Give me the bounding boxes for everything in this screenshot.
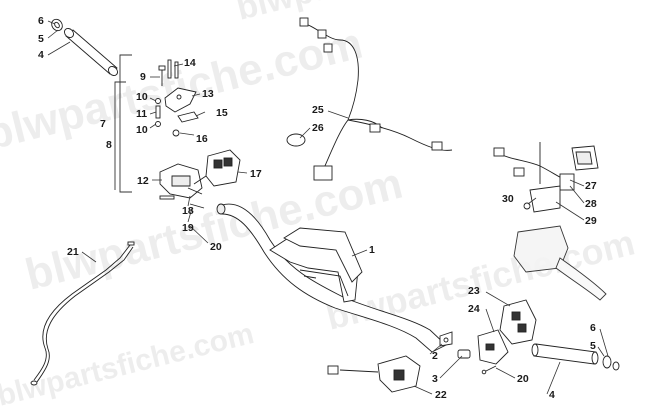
callout-6-left: 6 bbox=[38, 15, 44, 27]
watermark-text: blwpartsfiche.com bbox=[322, 222, 639, 338]
callout-18: 18 bbox=[182, 205, 194, 217]
callout-10-upper: 10 bbox=[136, 91, 148, 103]
right-switch-housing bbox=[499, 299, 537, 345]
heated-grip-harness bbox=[327, 355, 421, 393]
callout-20-left: 20 bbox=[210, 241, 222, 253]
callout-11: 11 bbox=[136, 108, 147, 120]
callout-2: 2 bbox=[432, 350, 438, 362]
handlebar bbox=[216, 203, 447, 353]
watermark-text: blwpartsfiche.com bbox=[0, 317, 257, 406]
right-grip bbox=[531, 343, 599, 365]
watermark-text: blwpartsfiche.com bbox=[233, 0, 532, 28]
brake-master-cylinder bbox=[513, 225, 607, 301]
callout-9: 9 bbox=[140, 71, 146, 83]
right-harness bbox=[493, 147, 567, 181]
callout-14: 14 bbox=[184, 57, 196, 69]
group-bracket-8 bbox=[114, 81, 126, 190]
cable-clip bbox=[439, 331, 453, 347]
callout-4-left: 4 bbox=[38, 49, 44, 61]
switch-connector bbox=[559, 173, 575, 191]
callout-1: 1 bbox=[369, 244, 375, 256]
callout-8: 8 bbox=[106, 139, 112, 151]
mounting-bracket bbox=[529, 142, 561, 213]
left-bar-end-cap bbox=[51, 18, 63, 32]
callout-24: 24 bbox=[468, 303, 480, 315]
callout-23: 23 bbox=[468, 285, 480, 297]
throttle-pin bbox=[167, 59, 179, 79]
switch-housing bbox=[193, 149, 241, 187]
callout-4-right: 4 bbox=[549, 389, 555, 401]
callout-20-right: 20 bbox=[517, 373, 529, 385]
callout-13: 13 bbox=[202, 88, 214, 100]
callout-19: 19 bbox=[182, 222, 194, 234]
callout-3: 3 bbox=[432, 373, 438, 385]
callout-7: 7 bbox=[100, 118, 106, 130]
housing-screw bbox=[187, 187, 205, 209]
callout-25: 25 bbox=[312, 104, 324, 116]
handlebar-screw bbox=[481, 365, 497, 375]
callout-5-right: 5 bbox=[590, 340, 596, 352]
throttle-cable bbox=[30, 241, 135, 386]
wiring-harness bbox=[299, 17, 453, 181]
bracket-screw bbox=[523, 202, 531, 210]
callout-27: 27 bbox=[585, 180, 597, 192]
callout-28: 28 bbox=[585, 198, 597, 210]
group-bracket-7 bbox=[119, 54, 132, 193]
callout-17: 17 bbox=[250, 168, 262, 180]
callout-30: 30 bbox=[502, 193, 514, 205]
heated-grip-switch bbox=[571, 145, 599, 171]
throttle-screw bbox=[158, 65, 166, 86]
cable-grommet bbox=[457, 349, 471, 359]
right-bar-end-cap bbox=[602, 355, 620, 371]
callout-26: 26 bbox=[312, 122, 324, 134]
left-grip bbox=[64, 28, 118, 76]
callout-5-left: 5 bbox=[38, 33, 44, 45]
switch-housing-lower bbox=[477, 329, 509, 365]
throttle-lever bbox=[164, 87, 197, 113]
callout-15: 15 bbox=[216, 107, 228, 119]
callout-21: 21 bbox=[67, 246, 79, 258]
leader-lines bbox=[47, 20, 609, 395]
grommet bbox=[286, 133, 306, 147]
callout-10-lower: 10 bbox=[136, 124, 148, 136]
callout-12: 12 bbox=[137, 175, 149, 187]
callout-labels: 6 5 4 9 14 13 10 11 15 10 16 7 8 12 17 1… bbox=[38, 15, 597, 401]
bushing bbox=[155, 105, 161, 119]
callout-29: 29 bbox=[585, 215, 597, 227]
callout-16: 16 bbox=[196, 133, 208, 145]
callout-6-right: 6 bbox=[590, 322, 596, 334]
throttle-housing bbox=[159, 163, 203, 200]
throttle-spring bbox=[177, 111, 199, 123]
callout-22: 22 bbox=[435, 389, 447, 401]
